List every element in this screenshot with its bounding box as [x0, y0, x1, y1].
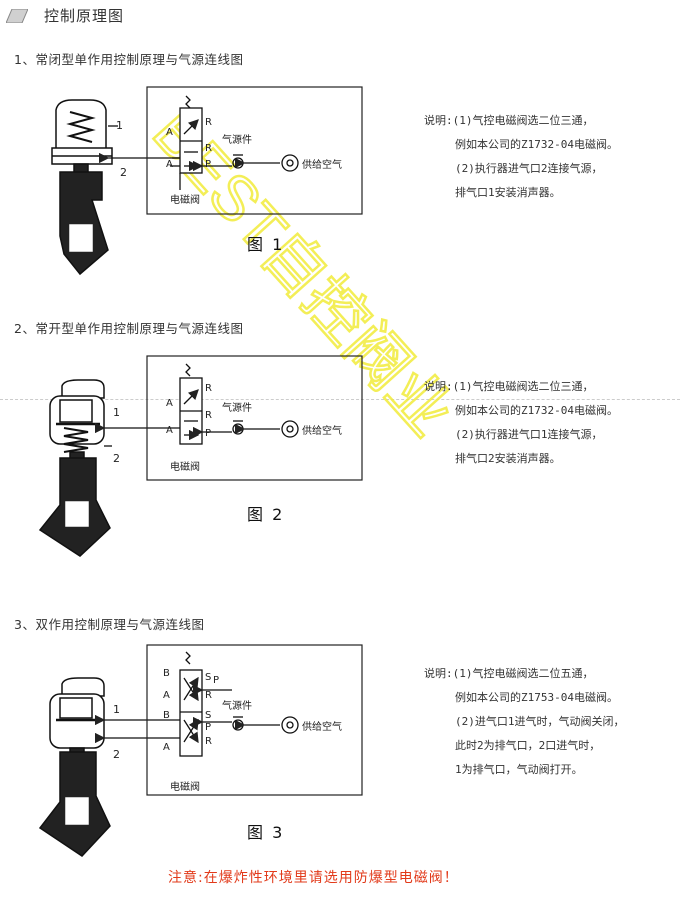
figure-3-actuator [38, 677, 111, 857]
fig3-port-2: 2 [113, 748, 120, 761]
figure-2-valve [179, 363, 299, 445]
note-3-line-3: (2)进气口1进气时，气动阀关闭， [455, 715, 625, 728]
fig3-port-1: 1 [113, 703, 120, 716]
fig3-label-A2: A [163, 742, 170, 753]
fig1-label-A1: A [166, 127, 173, 138]
fig1-label-P: P [205, 159, 212, 170]
figure-1-valve [170, 95, 299, 190]
note-3-line-5: 1为排气口，气动阀打开。 [455, 763, 583, 776]
fig1-port-2: 2 [120, 166, 127, 179]
fig3-air-source-part: 气源件 [222, 701, 252, 712]
note-1-line-4: 排气口1安装消声器。 [455, 186, 561, 199]
fig3-label-B2: B [163, 710, 170, 721]
fig3-label-S1: S [205, 672, 212, 683]
fig1-air-source-part: 气源件 [222, 135, 252, 146]
explosion-proof-warning: 注意:在爆炸性环境里请选用防爆型电磁阀！ [168, 870, 459, 886]
fig1-label-R2: R [205, 143, 212, 154]
fig3-label-P: P [205, 722, 212, 733]
fig3-air-supply: 供给空气 [302, 722, 342, 733]
fig1-air-supply: 供给空气 [302, 160, 342, 171]
note-2-line-1: 说明:(1)气控电磁阀选二位三通， [424, 380, 594, 393]
fig3-label-A1: A [163, 690, 170, 701]
figure-3-ports [94, 714, 180, 744]
note-1-line-2: 例如本公司的Z1732-04电磁阀。 [455, 138, 618, 151]
section-2-title: 2、常开型单作用控制原理与气源连线图 [14, 321, 244, 336]
fig1-port-1: 1 [116, 119, 123, 132]
note-2-line-2: 例如本公司的Z1732-04电磁阀。 [455, 404, 618, 417]
note-3-line-1: 说明:(1)气控电磁阀选二位五通， [424, 667, 594, 680]
fig2-label-R1: R [205, 383, 212, 394]
fig2-air-supply: 供给空气 [302, 426, 342, 437]
figure-1-ports [98, 125, 180, 164]
figure-3-caption: 图 3 [247, 823, 285, 842]
figure-3-valve [179, 651, 299, 757]
note-2-line-3: (2)执行器进气口1连接气源， [455, 428, 603, 441]
note-2-line-4: 排气口2安装消声器。 [455, 452, 561, 465]
fig3-label-R2: R [205, 736, 212, 747]
fig2-label-A2: A [166, 425, 173, 436]
fig2-port-2: 2 [113, 452, 120, 465]
note-1-line-3: (2)执行器进气口2连接气源， [455, 162, 603, 175]
note-3-line-4: 此时2为排气口，2口进气时， [455, 739, 601, 752]
fig2-label-A1: A [166, 398, 173, 409]
fig3-solenoid: 电磁阀 [170, 782, 200, 793]
fig2-solenoid: 电磁阀 [170, 462, 200, 473]
fig3-label-P-top: P [213, 675, 220, 686]
figure-1-frame [146, 86, 363, 215]
fig2-label-R2: R [205, 410, 212, 421]
section-1-title: 1、常闭型单作用控制原理与气源连线图 [14, 52, 244, 67]
figure-1-actuator [51, 99, 113, 276]
fig3-label-B1: B [163, 668, 170, 679]
fig3-label-R1: R [205, 690, 212, 701]
fig1-label-R1: R [205, 117, 212, 128]
fig1-solenoid: 电磁阀 [170, 195, 200, 206]
page-title: 控制原理图 [44, 7, 125, 25]
fig3-label-S2: S [205, 710, 212, 721]
figure-2-frame [146, 355, 363, 481]
figure-1-caption: 图 1 [247, 235, 285, 254]
figure-2-caption: 图 2 [247, 505, 285, 524]
note-3-line-2: 例如本公司的Z1753-04电磁阀。 [455, 691, 618, 704]
figure-2-ports [94, 422, 180, 447]
section-header-icon [6, 9, 28, 23]
fig1-label-A2: A [166, 159, 173, 170]
page-fold-line [0, 399, 680, 400]
figure-3-frame [146, 644, 363, 796]
fig2-label-P: P [205, 428, 212, 439]
figure-2-actuator [38, 379, 111, 557]
fig2-port-1: 1 [113, 406, 120, 419]
section-3-title: 3、双作用控制原理与气源连线图 [14, 617, 205, 632]
note-1-line-1: 说明:(1)气控电磁阀选二位三通， [424, 114, 594, 127]
fig2-air-source-part: 气源件 [222, 403, 252, 414]
